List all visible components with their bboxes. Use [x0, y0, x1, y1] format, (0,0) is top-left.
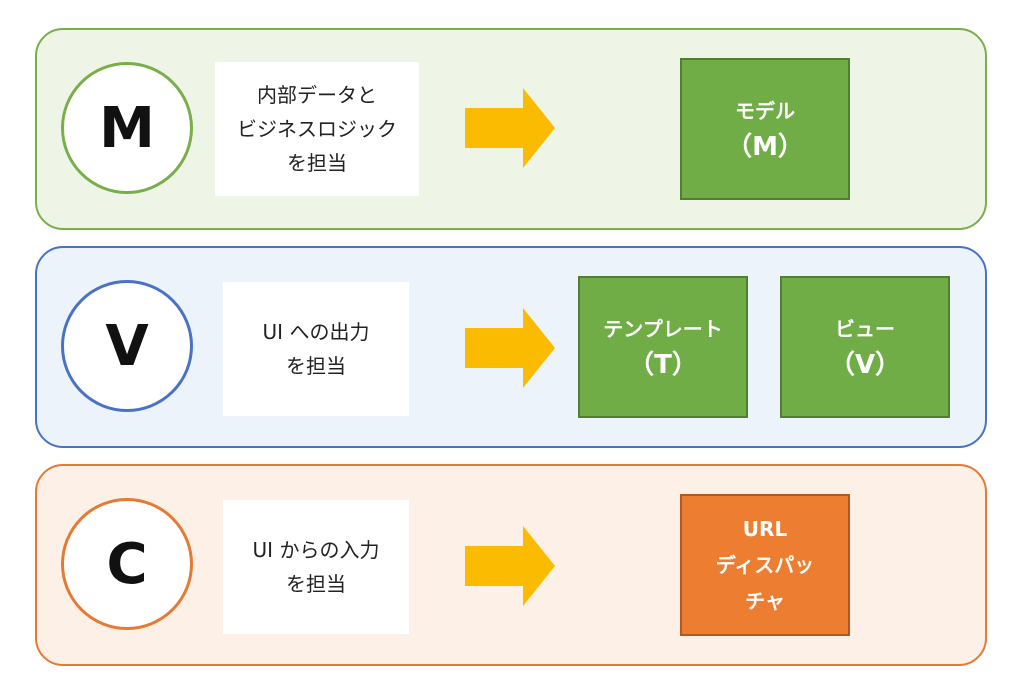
- model-letter-circle: M: [61, 62, 193, 194]
- view-box-title: ビュー: [835, 317, 895, 341]
- url-dispatcher-box: URL ディスパッ チャ: [680, 494, 850, 636]
- model-row: M 内部データと ビジネスロジック を担当 モデル （M）: [35, 28, 987, 230]
- controller-description: UI からの入力 を担当: [223, 500, 409, 634]
- controller-letter-circle: C: [61, 498, 193, 630]
- controller-description-line: を担当: [286, 572, 346, 596]
- model-description: 内部データと ビジネスロジック を担当: [215, 62, 419, 196]
- view-description-line: を担当: [286, 354, 346, 378]
- view-row: V UI への出力 を担当 テンプレート （T） ビュー （V）: [35, 246, 987, 448]
- url-dispatcher-line: チャ: [745, 589, 785, 613]
- template-box-sub: （T）: [628, 350, 698, 380]
- view-box: ビュー （V）: [780, 276, 950, 418]
- model-description-line: を担当: [287, 151, 347, 175]
- right-arrow-icon: [465, 88, 555, 168]
- template-box: テンプレート （T）: [578, 276, 748, 418]
- url-dispatcher-line: ディスパッ: [715, 553, 815, 577]
- right-arrow-icon: [465, 308, 555, 388]
- model-box-sub: （M）: [726, 132, 804, 162]
- url-dispatcher-line: URL: [742, 517, 788, 541]
- view-letter-circle: V: [61, 280, 193, 412]
- view-description-line: UI への出力: [262, 320, 370, 344]
- view-box-sub: （V）: [828, 350, 902, 380]
- template-box-title: テンプレート: [603, 317, 723, 341]
- view-description: UI への出力 を担当: [223, 282, 409, 416]
- right-arrow-icon: [465, 526, 555, 606]
- controller-row: C UI からの入力 を担当 URL ディスパッ チャ: [35, 464, 987, 666]
- model-box: モデル （M）: [680, 58, 850, 200]
- model-description-line: ビジネスロジック: [237, 117, 397, 141]
- model-box-title: モデル: [735, 99, 795, 123]
- controller-description-line: UI からの入力: [252, 538, 380, 562]
- model-description-line: 内部データと: [257, 83, 377, 107]
